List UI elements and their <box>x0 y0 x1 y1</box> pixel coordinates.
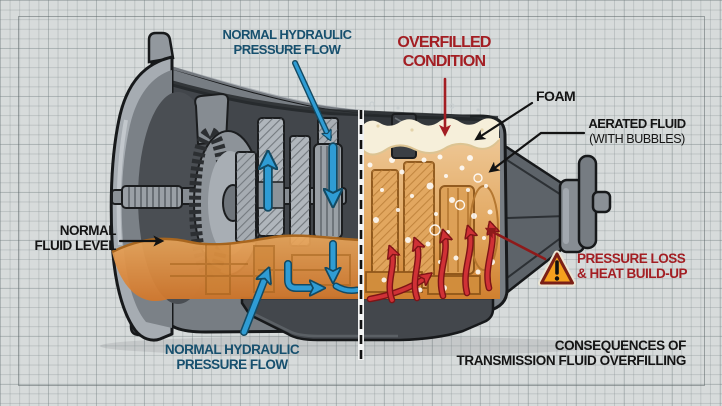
blue-elbow-arrow <box>284 260 319 288</box>
warning-triangle-icon <box>538 250 576 287</box>
foam-leader-line <box>474 101 534 141</box>
label-line: NORMAL HYDRAULIC <box>222 27 352 42</box>
output-shaft-stub <box>591 190 612 214</box>
label-line: CONDITION <box>402 53 486 70</box>
hydraulic-flow-arrows <box>240 60 361 336</box>
red-flow-arrow <box>411 242 418 302</box>
label-normal-hydraulic-top: NORMAL HYDRAULIC PRESSURE FLOW <box>220 27 354 57</box>
label-line: PRESSURE FLOW <box>176 357 288 372</box>
label-consequences: CONSEQUENCES OF TRANSMISSION FLUID OVERF… <box>436 338 687 368</box>
red-flow-arrow <box>366 276 428 303</box>
bottom-flow-leader-arrow <box>240 273 267 336</box>
label-aerated-fluid: AERATED FLUID (WITH BUBBLES) <box>582 116 692 147</box>
blue-curve-tail <box>332 282 361 294</box>
oil-pan <box>240 296 495 342</box>
label-line: PRESSURE LOSS <box>577 251 686 266</box>
heat-flow-arrows <box>366 226 493 304</box>
label-line: FLUID LEVEL <box>34 238 117 253</box>
input-shaft <box>121 185 183 209</box>
label-line: (WITH BUBBLES) <box>589 131 685 146</box>
label-line: CONSEQUENCES OF <box>554 338 687 353</box>
gear-train-left <box>111 93 347 279</box>
label-normal-hydraulic-bottom: NORMAL HYDRAULIC PRESSURE FLOW <box>164 342 300 372</box>
aerated-leader-line <box>488 131 586 173</box>
label-line: NORMAL <box>59 223 117 238</box>
top-flow-leader-arrow <box>292 60 332 137</box>
label-line: NORMAL HYDRAULIC <box>164 342 300 357</box>
label-line: OVERFILLED <box>397 34 491 51</box>
label-foam: FOAM <box>536 88 576 104</box>
label-line: TRANSMISSION FLUID OVERFILLING <box>456 353 687 368</box>
ground-shadow <box>100 336 600 356</box>
foam-layer <box>361 101 500 156</box>
red-flow-arrow <box>462 230 470 297</box>
label-pressure-loss: PRESSURE LOSS & HEAT BUILD-UP <box>577 251 688 281</box>
tail-housing <box>503 144 612 296</box>
red-flow-arrow <box>386 250 393 304</box>
label-line: PRESSURE FLOW <box>233 42 341 57</box>
label-overfilled-condition: OVERFILLED CONDITION <box>385 33 503 71</box>
label-normal-fluid-level: NORMAL FLUID LEVEL <box>26 223 117 253</box>
pressure-loss-leader-line <box>484 227 547 261</box>
case-top-tab <box>147 31 175 64</box>
red-flow-arrow <box>437 234 446 300</box>
fluid-normal <box>111 234 362 302</box>
label-line: FOAM <box>536 88 576 104</box>
label-line: AERATED FLUID <box>588 116 686 131</box>
label-line: & HEAT BUILD-UP <box>577 265 688 281</box>
